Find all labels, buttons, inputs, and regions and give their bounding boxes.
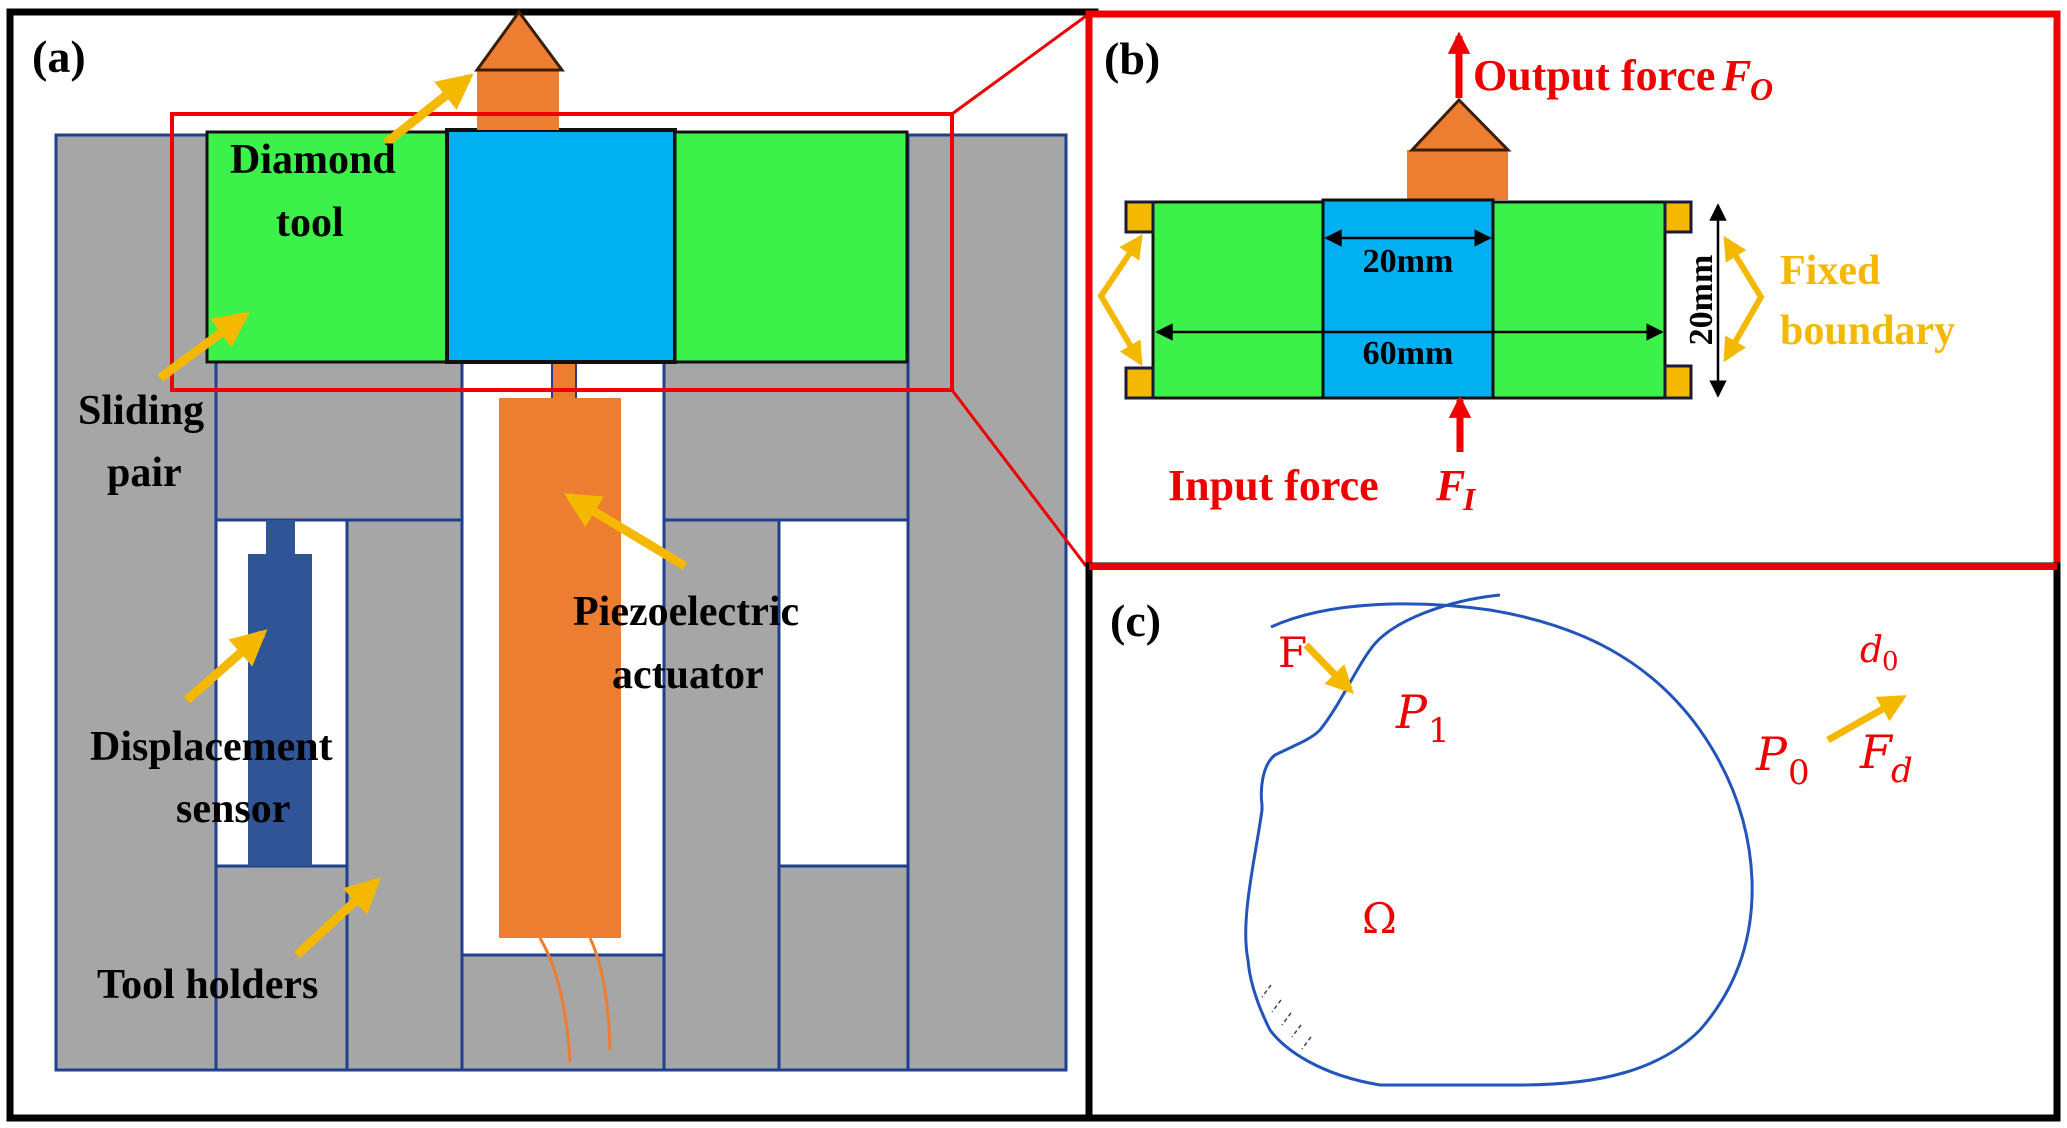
label-piezo-2: actuator: [612, 652, 764, 698]
pointer-sliding-pair: [157, 311, 250, 382]
output-force-label: Output force: [1473, 51, 1715, 100]
right-cavity: [777, 518, 910, 868]
holder-left-outer: [54, 133, 218, 1072]
fixed-boundary-label-2: boundary: [1780, 308, 1955, 354]
fixed-boundary-blocks: [1124, 200, 1693, 400]
panel-c-top-edge: [1089, 563, 2057, 570]
panel-c-frame: [1085, 562, 2061, 1122]
pointer-piezo: [563, 493, 688, 570]
point1-label: P: [1395, 685, 1428, 739]
panel-c: (c) F P 1 P 0 d 0 F d Ω: [1085, 562, 2061, 1122]
dim-total-width-label: 60mm: [1363, 335, 1454, 372]
panel-c-tag: (c): [1110, 595, 1161, 646]
tool-holders: [54, 133, 1068, 1072]
left-boundary-pointer: [1097, 234, 1143, 367]
displacement-sensor: [248, 554, 312, 866]
stage-center: [445, 128, 677, 364]
holder-center-bottom: [460, 953, 666, 1072]
holder-left-upper: [214, 360, 464, 522]
support-hatch: [1261, 984, 1312, 1050]
b-flexure-right: [1491, 200, 1667, 400]
domain-label: Ω: [1362, 894, 1397, 943]
desired-force-label: F: [1859, 725, 1894, 779]
diamond-tool-tip: [474, 9, 565, 72]
zoom-highlight-box: [170, 112, 954, 392]
fixed-boundary-pointers: [1097, 234, 1765, 367]
output-force-subscript: O: [1750, 71, 1773, 107]
fixed-block-left-bottom: [1124, 366, 1155, 400]
label-sliding-pair-1: Sliding: [78, 388, 204, 434]
force-arrow: [1303, 642, 1354, 695]
point0-label: P: [1755, 727, 1788, 781]
input-force-symbol: F: [1435, 461, 1465, 510]
pointer-diamond-tool: [383, 73, 474, 147]
piezoelectric-actuator: [499, 398, 621, 938]
zoom-link-bottom: [950, 389, 1088, 567]
panel-a-tag: (a): [32, 31, 86, 82]
b-flexure-left: [1151, 200, 1325, 400]
holder-left-bottom: [214, 864, 349, 1072]
flexure-right: [673, 130, 909, 364]
holder-right-outer: [906, 133, 1068, 1072]
panel-b-tag: (b): [1104, 33, 1160, 84]
fixed-block-left-top: [1124, 200, 1155, 234]
label-diamond-tool-1: Diamond: [230, 137, 396, 183]
input-force-subscript: I: [1462, 481, 1477, 517]
fixed-boundary-label-1: Fixed: [1780, 248, 1880, 294]
actuator-wire-2: [588, 937, 612, 1051]
force-label: F: [1278, 628, 1307, 677]
pointer-tool-holders: [293, 877, 382, 959]
direction-subscript: 0: [1882, 647, 1899, 677]
dim-center-width-label: 20mm: [1363, 243, 1454, 280]
domain-boundary: [1244, 593, 1754, 1087]
fixed-block-right-bottom: [1663, 364, 1693, 400]
desired-force-subscript: d: [1891, 751, 1913, 791]
point1-subscript: 1: [1428, 711, 1450, 751]
label-sensor-2: sensor: [176, 786, 290, 832]
label-diamond-tool-2: tool: [276, 200, 344, 246]
output-force-symbol: F: [1721, 51, 1751, 100]
label-sensor-1: Displacement: [90, 724, 333, 770]
right-boundary-pointer: [1723, 235, 1765, 363]
sensor-tip: [266, 520, 295, 554]
label-sliding-pair-2: pair: [107, 450, 182, 496]
label-tool-holders: Tool holders: [97, 962, 318, 1008]
actuator-wire-1: [538, 937, 572, 1063]
b-tool-tip: [1408, 97, 1512, 152]
point0-subscript: 0: [1788, 753, 1810, 793]
dim-height-label: 20mm: [1683, 255, 1720, 346]
panel-a-pointers: [157, 73, 688, 959]
diamond-tool-shank: [477, 70, 559, 130]
panel-a: (a): [6, 8, 1099, 1122]
direction-label: d: [1860, 630, 1883, 671]
zoom-link-top: [951, 14, 1087, 116]
label-piezo-1: Piezoelectric: [573, 589, 799, 635]
holder-right-bottom: [777, 864, 910, 1072]
panel-b: (b) Output force F O 20mm 60mm 20mm: [1085, 10, 2061, 570]
b-tool-shank: [1407, 150, 1508, 200]
holder-right-upper: [662, 360, 910, 522]
desired-force-arrow: [1826, 694, 1907, 744]
input-force-label: Input force: [1168, 461, 1379, 510]
fixed-block-right-top: [1663, 200, 1693, 234]
holder-left-column: [345, 518, 464, 1072]
pointer-sensor: [184, 629, 268, 704]
